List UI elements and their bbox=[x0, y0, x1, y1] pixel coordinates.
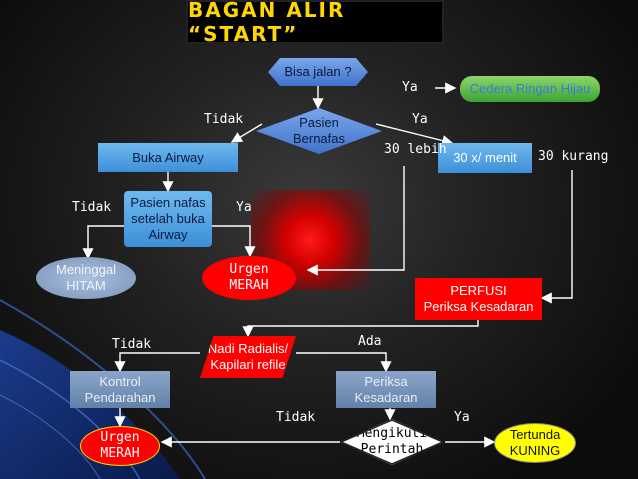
node-nadi-radialis: Nadi Radialis/ Kapilari refile bbox=[200, 336, 296, 378]
node-30-per-menit: 30 x/ menit bbox=[438, 143, 532, 173]
label-tidak-mengikuti: Tidak bbox=[276, 410, 316, 425]
node-urgen-merah-2: Urgen MERAH bbox=[80, 426, 160, 466]
node-meninggal-hitam: Meninggal HITAM bbox=[36, 257, 136, 299]
node-kontrol-pendarahan: Kontrol Pendarahan bbox=[70, 371, 170, 408]
label-30-lebih: 30 lebih bbox=[384, 142, 447, 157]
node-cedera-ringan-hijau: Cedera Ringan Hijau bbox=[460, 76, 600, 102]
label-tidak-pasien: Tidak bbox=[204, 112, 244, 127]
node-periksa-kesadaran: Periksa Kesadaran bbox=[336, 371, 436, 408]
label-ya-top: Ya bbox=[402, 80, 418, 95]
page-title: BAGAN ALIR “START” bbox=[186, 0, 444, 46]
node-tertunda-kuning: Tertunda KUNING bbox=[494, 423, 576, 463]
node-buka-airway: Buka Airway bbox=[98, 143, 238, 172]
label-tidak-nafas: Tidak bbox=[72, 200, 112, 215]
node-urgen-merah-1: Urgen MERAH bbox=[202, 256, 296, 300]
label-30-kurang: 30 kurang bbox=[538, 149, 609, 164]
label-ya-pasien: Ya bbox=[412, 112, 428, 127]
label-ya-nafas: Ya bbox=[236, 200, 252, 215]
node-pasien-nafas: Pasien nafas setelah buka Airway bbox=[124, 191, 212, 247]
label-ada: Ada bbox=[358, 334, 382, 349]
node-perfusi: PERFUSI Periksa Kesadaran bbox=[415, 278, 542, 320]
mengikuti-outline bbox=[340, 419, 444, 465]
label-ya-mengikuti: Ya bbox=[454, 410, 470, 425]
label-tidak-nadi: Tidak bbox=[112, 337, 152, 352]
node-bisa-jalan: Bisa jalan ? bbox=[268, 58, 368, 86]
